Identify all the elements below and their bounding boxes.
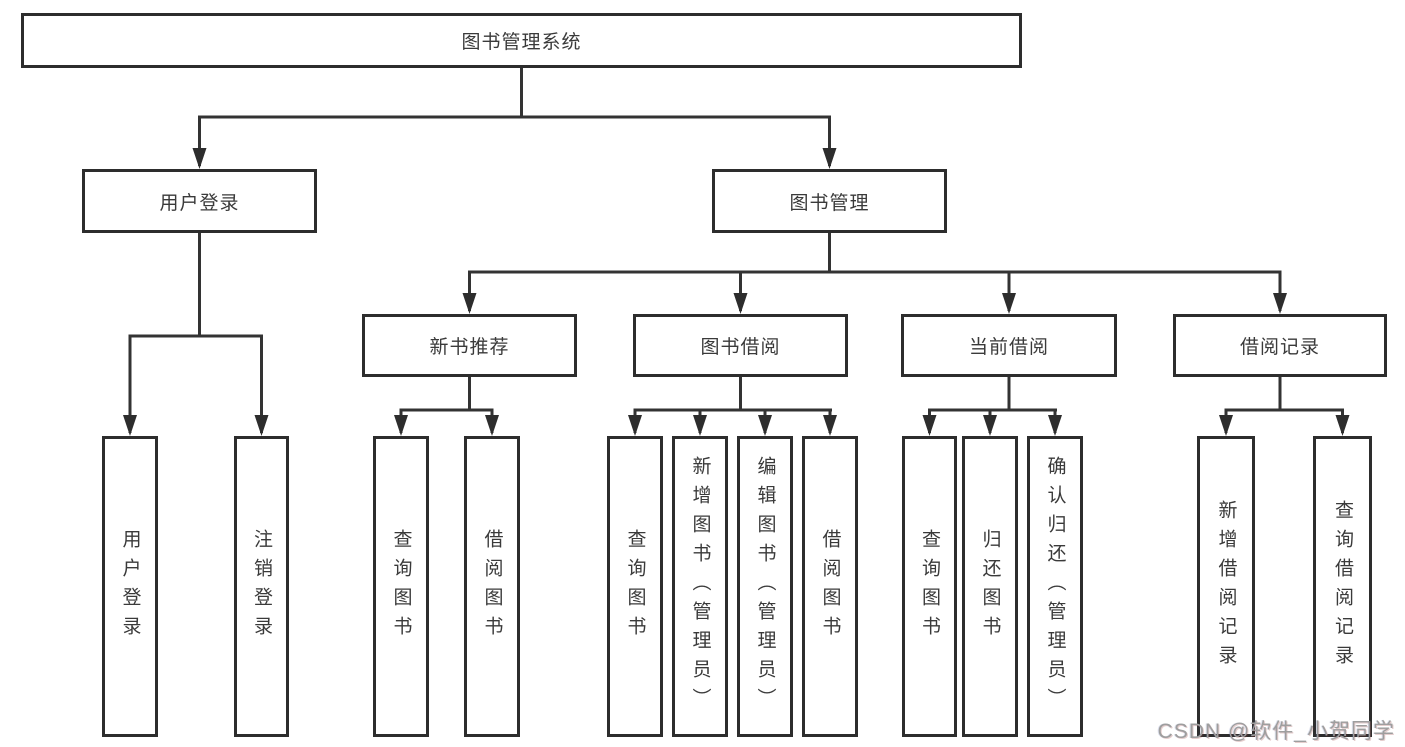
leaf-add-books-admin: 新增图书（管理员）	[672, 436, 728, 737]
node-new-book-recommendation: 新书推荐	[362, 314, 577, 377]
leaf-borrow-books: 借阅图书	[802, 436, 858, 737]
node-book-borrowing: 图书借阅	[633, 314, 848, 377]
leaf-confirm-return-admin: 确认归还（管理员）	[1027, 436, 1083, 737]
leaf-return-books: 归还图书	[962, 436, 1018, 737]
leaf-logout: 注销登录	[234, 436, 289, 737]
leaf-query-books-borrowing: 查询图书	[607, 436, 663, 737]
node-library-management-system: 图书管理系统	[21, 13, 1022, 68]
leaf-borrow-books-recommend: 借阅图书	[464, 436, 520, 737]
leaf-query-borrow-record: 查询借阅记录	[1313, 436, 1372, 737]
leaf-user-login: 用户登录	[102, 436, 158, 737]
leaf-query-books-current: 查询图书	[902, 436, 957, 737]
leaf-edit-books-admin: 编辑图书（管理员）	[737, 436, 793, 737]
leaf-add-borrow-record: 新增借阅记录	[1197, 436, 1255, 737]
leaf-query-books-recommend: 查询图书	[373, 436, 429, 737]
node-book-management: 图书管理	[712, 169, 947, 233]
csdn-watermark: CSDN @软件_小贺同学	[1157, 720, 1395, 743]
node-borrowing-records: 借阅记录	[1173, 314, 1387, 377]
node-user-login: 用户登录	[82, 169, 317, 233]
node-current-borrowing: 当前借阅	[901, 314, 1117, 377]
